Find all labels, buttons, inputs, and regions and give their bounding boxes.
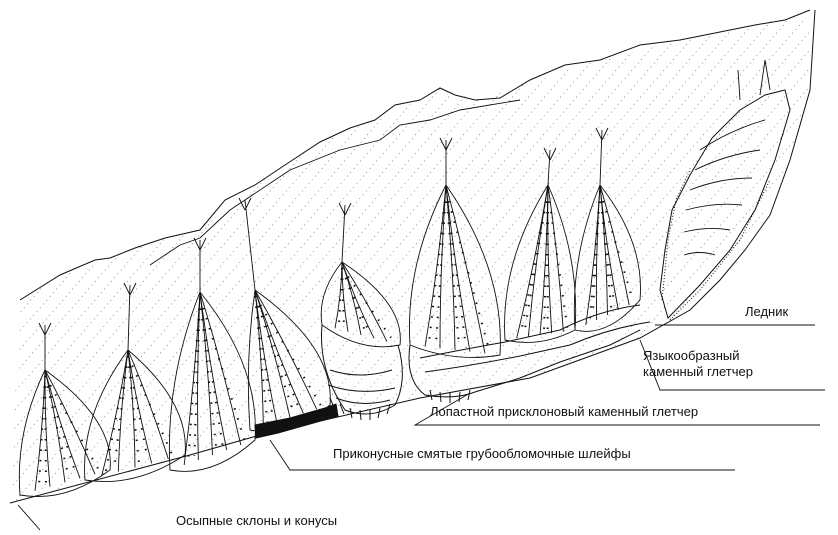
glacier-moraine-stipple bbox=[662, 170, 770, 320]
label-talus-slopes: Осыпные склоны и конусы bbox=[176, 513, 337, 529]
label-crumpled-plumes: Приконусные смятые грубообломочные шлейф… bbox=[333, 446, 631, 462]
label-tongue-line1: Языкообразный bbox=[643, 348, 753, 364]
label-lobate-rock-glacier: Лопастной присклоновый каменный глетчер bbox=[430, 404, 698, 420]
slope-hatching bbox=[0, 20, 838, 500]
talus-cone bbox=[574, 128, 640, 331]
talus-cones bbox=[19, 128, 640, 497]
label-tongue-line2: каменный глетчер bbox=[643, 364, 753, 380]
label-glacier: Ледник bbox=[745, 304, 788, 320]
valley-floor-line bbox=[10, 10, 815, 503]
inner-scarp-line bbox=[150, 100, 520, 265]
label-tongue-rock-glacier: Языкообразный каменный глетчер bbox=[643, 348, 753, 380]
talus-cone bbox=[169, 238, 255, 471]
talus-cone bbox=[409, 138, 500, 357]
glacier-crevasses bbox=[684, 60, 770, 255]
talus-cone bbox=[321, 203, 400, 347]
mountain-ridge-outline bbox=[20, 10, 810, 300]
talus-cone bbox=[505, 148, 576, 342]
crumpled-plume-deposit bbox=[255, 404, 338, 438]
rock-glacier-lobes bbox=[321, 305, 650, 414]
talus-cone bbox=[19, 323, 110, 497]
talus-cone bbox=[85, 283, 186, 482]
